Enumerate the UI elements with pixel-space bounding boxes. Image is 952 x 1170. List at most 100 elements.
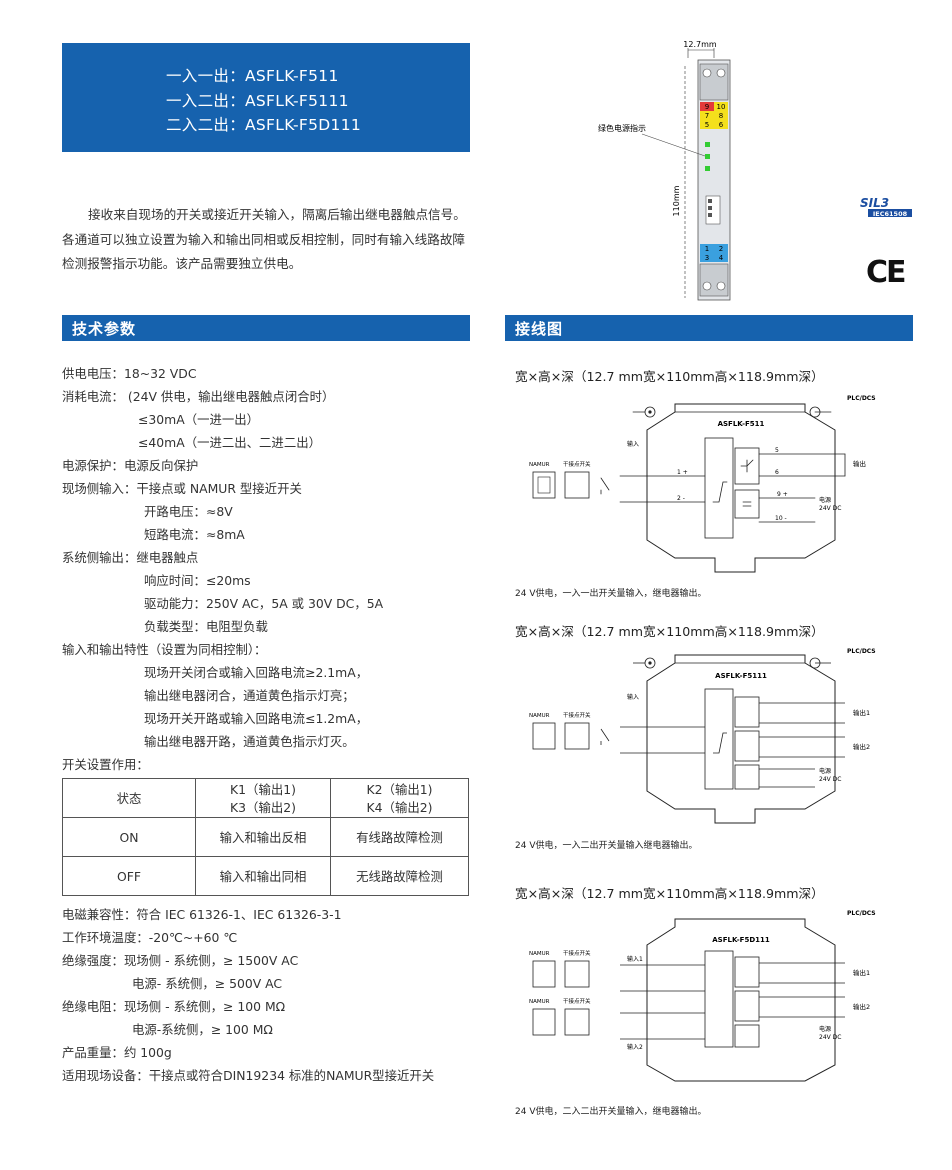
wiring-diagram-3: ASFLK-F5D111 PLC/DCS 输出1 输出2 电源 24V DC 输…: [529, 910, 876, 1082]
spec-line: 现场开关闭合或输入回路电流≥2.1mA，: [144, 665, 369, 680]
table-cell: 无线路故障检测: [330, 856, 469, 896]
table-row: ON 输入和输出反相 有线路故障检测: [62, 817, 469, 857]
spec-line: 产品重量：约 100g: [62, 1045, 172, 1060]
namur-label-2: NAMUR: [529, 713, 550, 719]
wiring-caption-1: 24 V供电，一入一出开关量输入，继电器输出。: [515, 589, 707, 599]
spec-line: 工作环境温度：-20℃~+60 ℃: [62, 930, 238, 945]
spec-line: 消耗电流： (24V 供电，输出继电器触点闭合时）: [62, 389, 335, 404]
svg-text:5: 5: [775, 447, 779, 454]
table-cell: ON: [62, 817, 196, 857]
plc-label-1: PLC/DCS: [847, 395, 876, 402]
terminal-7: 7: [705, 112, 709, 120]
switch-table: 状态 K1（输出1) K3（输出2) K2（输出1) K4（输出2) ON 输入…: [62, 778, 469, 896]
spec-line: 输出继电器闭合，通道黄色指示灯亮；: [144, 688, 355, 703]
table-cell: 有线路故障检测: [330, 817, 469, 857]
spec-line: 开关设置作用：: [62, 757, 149, 772]
spec-line: 输出继电器开路，通道黄色指示灯灭。: [144, 734, 355, 749]
table-header-k1: K1（输出1): [230, 782, 296, 797]
title-box: 一入一出：ASFLK-F511 一入二出：ASFLK-F5111 二入二出：AS…: [62, 43, 470, 152]
terminal-8: 8: [719, 112, 723, 120]
svg-text:10 -: 10 -: [775, 515, 787, 522]
terminal-1: 1: [705, 245, 709, 253]
input-label-2: 输入: [627, 693, 639, 701]
title-line-2: 一入二出：ASFLK-F5111: [166, 92, 349, 110]
spec-line: 电磁兼容性：符合 IEC 61326-1、IEC 61326-3-1: [62, 907, 342, 922]
spec-line: 响应时间：≤20ms: [144, 573, 251, 588]
sil-badge: SIL3 IEC61508: [860, 194, 916, 222]
spec-line: 电源保护：电源反向保护: [62, 458, 199, 473]
terminal-4: 4: [719, 254, 724, 262]
table-header-k2: K2（输出1): [366, 782, 433, 797]
output-label-1: 输出: [853, 459, 866, 468]
spec-line: 电源- 系统侧，≥ 500V AC: [132, 976, 283, 991]
diagram-model-2: ASFLK-F5111: [715, 672, 767, 680]
terminal-10: 10: [717, 103, 726, 111]
table-header-k1k3: K1（输出1) K3（输出2): [195, 778, 331, 818]
input2-label-3: 输入2: [627, 1043, 643, 1051]
title-line-1: 一入一出：ASFLK-F511: [166, 67, 339, 85]
table-cell: 输入和输出反相: [195, 817, 331, 857]
namur-label-3b: NAMUR: [529, 999, 550, 1005]
table-header-state: 状态: [62, 778, 196, 818]
power-label-2: 电源: [819, 767, 831, 775]
power-voltage-3: 24V DC: [819, 1034, 841, 1041]
wiring-caption-2: 24 V供电，一入二出开关量输入继电器输出。: [515, 841, 698, 851]
svg-text:2 -: 2 -: [677, 495, 685, 502]
spec-line: 绝缘强度：现场侧 - 系统侧，≥ 1500V AC: [62, 953, 299, 968]
namur-label-1: NAMUR: [529, 462, 550, 468]
spec-line: 现场侧输入：干接点或 NAMUR 型接近开关: [62, 481, 302, 496]
table-row: OFF 输入和输出同相 无线路故障检测: [62, 856, 469, 896]
table-header-k3: K3（输出2): [230, 800, 296, 815]
plc-label-2: PLC/DCS: [847, 648, 876, 655]
wiring-title: 接线图: [515, 320, 564, 338]
width-dim-label: 12.7mm: [683, 40, 717, 49]
spec-line: 开路电压：≈8V: [144, 504, 233, 519]
spec-line: 适用现场设备：干接点或符合DIN19234 标准的NAMUR型接近开关: [62, 1068, 435, 1083]
terminal-2: 2: [719, 245, 723, 253]
ce-mark: CE: [866, 255, 906, 290]
table-cell: 输入和输出同相: [195, 856, 331, 896]
table-header-k2k4: K2（输出1) K4（输出2): [330, 778, 469, 818]
product-image: 12.7mm 110mm 9 10 7 8 5 6 绿色电源指示 1 2 3 4: [598, 40, 731, 301]
svg-text:1 +: 1 +: [677, 469, 688, 476]
table-header-k4: K4（输出2): [366, 800, 433, 815]
spec-line: ≤40mA（一进二出、二进二出）: [138, 435, 321, 450]
dry-label-3a: 干接点开关: [563, 949, 591, 957]
spec-line: 系统侧输出：继电器触点: [62, 550, 199, 565]
spec-line: 现场开关开路或输入回路电流≤1.2mA，: [144, 711, 369, 726]
title-line-3: 二入二出：ASFLK-F5D111: [166, 116, 362, 134]
power-voltage-2: 24V DC: [819, 776, 841, 783]
wiring-dims-1: 宽×高×深（12.7 mm宽×110mm高×118.9mm深）: [515, 369, 824, 384]
plc-label-3: PLC/DCS: [847, 910, 876, 917]
dry-label-1: 干接点开关: [563, 460, 591, 468]
spec-line: 短路电流：≈8mA: [144, 527, 245, 542]
dry-label-3b: 干接点开关: [563, 997, 591, 1005]
output2-label-3: 输出2: [853, 1002, 870, 1011]
terminal-5: 5: [705, 121, 709, 129]
wiring-header: 接线图: [505, 315, 913, 341]
wiring-caption-3: 24 V供电，二入二出开关量输入，继电器输出。: [515, 1107, 707, 1117]
specs-title: 技术参数: [72, 320, 137, 338]
input-label-1: 输入: [627, 440, 639, 448]
namur-label-3a: NAMUR: [529, 951, 550, 957]
led-label: 绿色电源指示: [598, 123, 646, 133]
dry-label-2: 干接点开关: [563, 711, 591, 719]
terminal-9: 9: [705, 103, 709, 111]
output1-label-3: 输出1: [853, 968, 870, 977]
specs-header: 技术参数: [62, 315, 470, 341]
iec-text: IEC61508: [873, 210, 908, 218]
svg-text:6: 6: [775, 469, 779, 476]
input1-label-3: 输入1: [627, 955, 643, 963]
spec-line: 驱动能力：250V AC，5A 或 30V DC，5A: [144, 596, 384, 611]
output2-label-2: 输出2: [853, 742, 870, 751]
spec-line: 输入和输出特性（设置为同相控制）：: [62, 642, 267, 657]
spec-line: 绝缘电阻：现场侧 - 系统侧，≥ 100 MΩ: [62, 999, 286, 1014]
wiring-diagram-1: ASFLK-F511 PLC/DCS 输入 5 6 9 + 10 - 输出 电源…: [529, 395, 876, 573]
terminal-3: 3: [705, 254, 709, 262]
terminal-6: 6: [719, 121, 724, 129]
wiring-dims-3: 宽×高×深（12.7 mm宽×110mm高×118.9mm深）: [515, 886, 824, 901]
output1-label-2: 输出1: [853, 708, 870, 717]
wiring-diagram-2: ASFLK-F5111 PLC/DCS 输入 输出1 输出2 电源 24V DC…: [529, 648, 876, 824]
spec-line: 供电电压：18~32 VDC: [62, 366, 197, 381]
spec-line: ≤30mA（一进一出）: [138, 412, 260, 427]
